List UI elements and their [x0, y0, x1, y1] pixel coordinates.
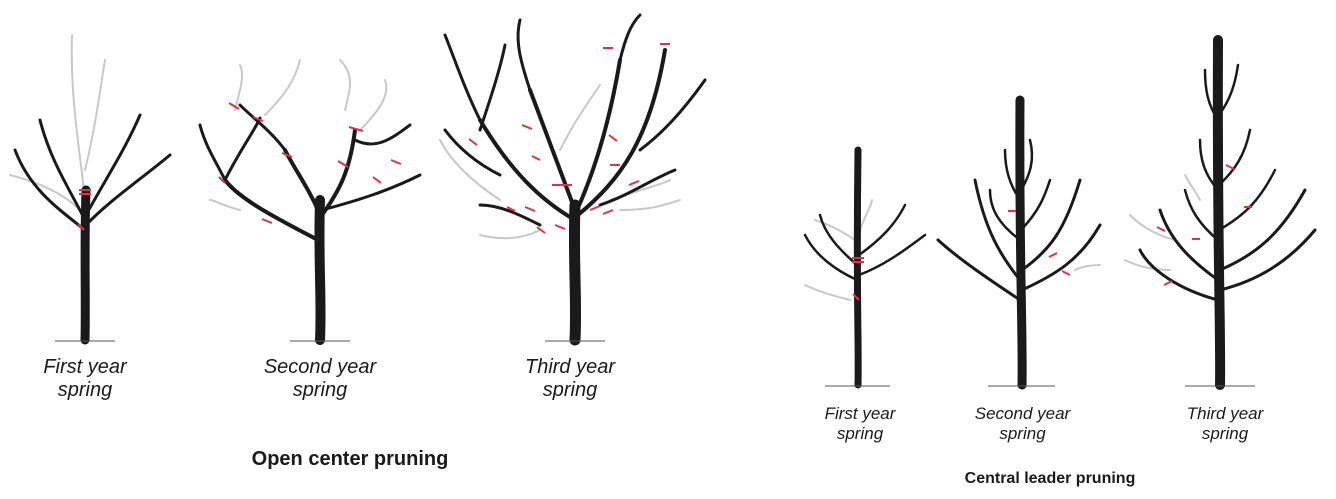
caption-line: First year: [10, 356, 160, 379]
open-center-second-year-caption: Second year spring: [240, 356, 400, 402]
caption-line: Third year: [1155, 404, 1295, 424]
caption-line: spring: [1155, 424, 1295, 444]
open-center-second-year-tree: [200, 60, 420, 341]
central-leader-second-year-tree: [938, 100, 1100, 386]
central-leader-third-year-tree: [1125, 40, 1315, 386]
caption-line: spring: [240, 379, 400, 402]
caption-line: spring: [950, 424, 1095, 444]
caption-line: spring: [790, 424, 930, 444]
central-leader-first-year-tree: [805, 150, 925, 386]
caption-line: Third year: [495, 356, 645, 379]
central-leader-title: Central leader pruning: [900, 470, 1200, 488]
caption-line: spring: [10, 379, 160, 402]
open-center-first-year-caption: First year spring: [10, 356, 160, 402]
caption-line: First year: [790, 404, 930, 424]
central-leader-first-year-caption: First year spring: [790, 404, 930, 443]
open-center-third-year-caption: Third year spring: [495, 356, 645, 402]
caption-line: spring: [495, 379, 645, 402]
caption-line: Second year: [950, 404, 1095, 424]
central-leader-third-year-caption: Third year spring: [1155, 404, 1295, 443]
open-center-title: Open center pruning: [200, 448, 500, 471]
open-center-third-year-tree: [440, 15, 705, 341]
caption-line: Second year: [240, 356, 400, 379]
open-center-first-year-tree: [10, 35, 170, 341]
central-leader-second-year-caption: Second year spring: [950, 404, 1095, 443]
